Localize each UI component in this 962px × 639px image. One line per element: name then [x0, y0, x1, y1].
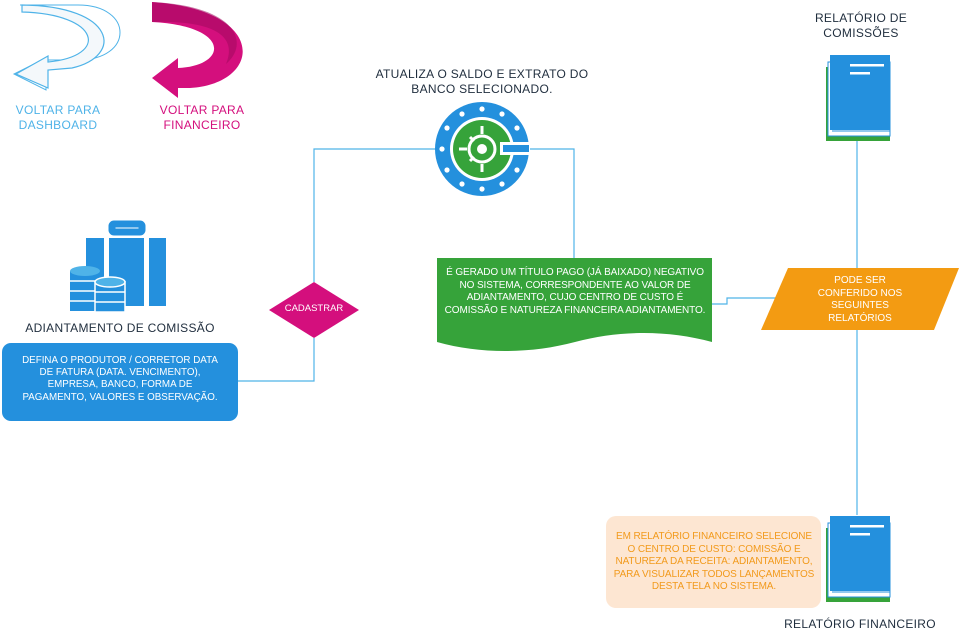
- connectors: [238, 140, 858, 515]
- instruction-text: DEFINA O PRODUTOR / CORRETOR DATA DE FAT…: [22, 355, 218, 403]
- connector-bank-to-titulo: [528, 148, 575, 258]
- relatorio-financeiro-label[interactable]: RELATÓRIO FINANCEIRO: [784, 617, 936, 631]
- report-book-icon-comissoes: [826, 55, 891, 141]
- conferido-text: PODE SER CONFERIDO NOS SEGUINTES RELATÓR…: [817, 275, 903, 324]
- financeiro-note-box: [606, 516, 821, 608]
- connector-box-to-cadastrar: [238, 338, 315, 382]
- conferido-parallelogram: [761, 268, 959, 330]
- connector-cadastrar-to-bank: [313, 148, 437, 282]
- coin-stack-icon: [70, 266, 100, 311]
- connector-titulo-to-conferido: [712, 297, 776, 305]
- back-dashboard-arrow-icon[interactable]: [12, 4, 121, 91]
- bank-vault-icon: [435, 102, 530, 196]
- back-dashboard-link[interactable]: VOLTAR PARA DASHBOARD: [15, 103, 101, 132]
- suitcase-coins-icon: [70, 220, 166, 313]
- bank-caption: ATUALIZA O SALDO E EXTRATO DO BANCO SELE…: [375, 67, 589, 96]
- cadastrar-diamond[interactable]: [269, 282, 359, 338]
- cadastrar-button[interactable]: CADASTRAR: [284, 303, 344, 314]
- titulo-text: É GERADO UM TÍTULO PAGO (JÁ BAIXADO) NEG…: [444, 267, 706, 316]
- report-book-icon-financeiro: [826, 516, 891, 602]
- coin-stack-icon: [94, 276, 126, 313]
- titulo-document-shape: [437, 258, 712, 351]
- back-financeiro-link[interactable]: VOLTAR PARA FINANCEIRO: [159, 103, 245, 132]
- financeiro-note-text: EM RELATÓRIO FINANCEIRO SELECIONE O CENT…: [613, 531, 815, 592]
- adiantamento-title: ADIANTAMENTO DE COMISSÃO: [25, 321, 215, 335]
- back-financeiro-arrow-icon[interactable]: [152, 2, 243, 98]
- relatorio-comissoes-label[interactable]: RELATÓRIO DE COMISSÕES: [814, 11, 908, 40]
- instruction-box: [2, 343, 238, 421]
